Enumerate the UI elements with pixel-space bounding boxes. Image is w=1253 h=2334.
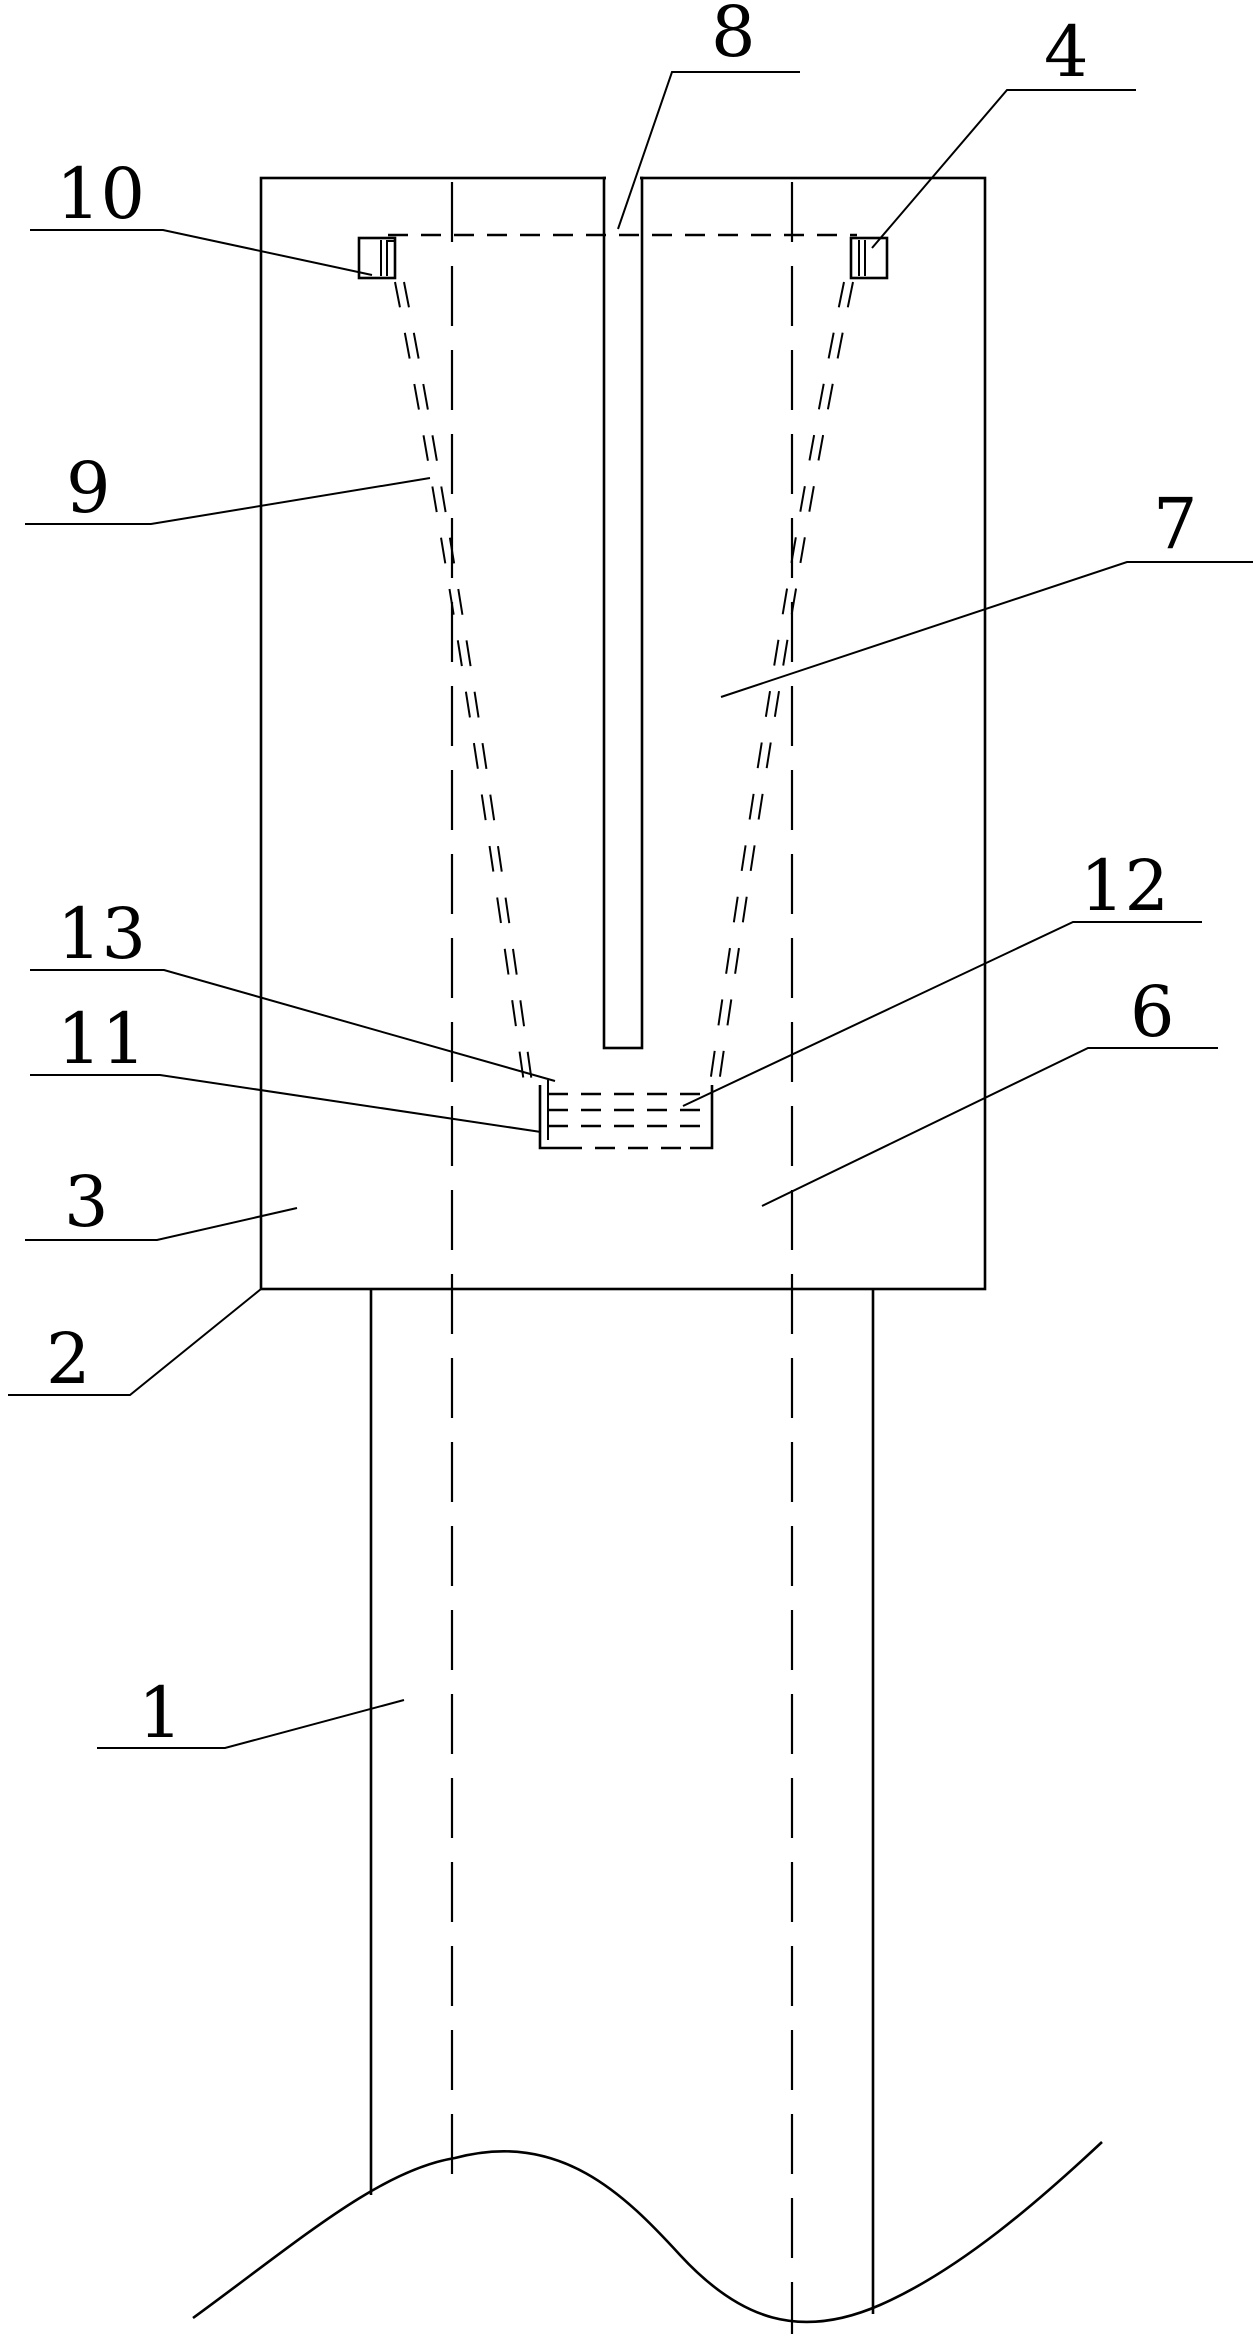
label-11: 11 xyxy=(57,998,146,1080)
label-9: 9 xyxy=(66,447,111,529)
label-1: 1 xyxy=(138,1672,183,1754)
cable-right xyxy=(708,281,854,1091)
break-line xyxy=(192,2141,1103,2324)
upper-block xyxy=(259,176,987,1291)
label-2: 2 xyxy=(46,1318,91,1400)
label-7: 7 xyxy=(1153,483,1198,565)
label-8: 8 xyxy=(711,0,756,73)
label-4: 4 xyxy=(1044,11,1089,93)
label-10: 10 xyxy=(56,153,145,235)
cable-left xyxy=(394,281,534,1091)
bottom-connector xyxy=(538,1080,714,1150)
label-6: 6 xyxy=(1130,971,1175,1053)
label-3: 3 xyxy=(64,1161,109,1243)
label-12: 12 xyxy=(1080,845,1169,927)
label-13: 13 xyxy=(57,893,146,975)
central-slot xyxy=(602,176,644,1050)
leader-lines xyxy=(8,71,1253,1749)
bracket-top-left xyxy=(357,236,397,280)
bracket-top-right xyxy=(849,236,889,280)
